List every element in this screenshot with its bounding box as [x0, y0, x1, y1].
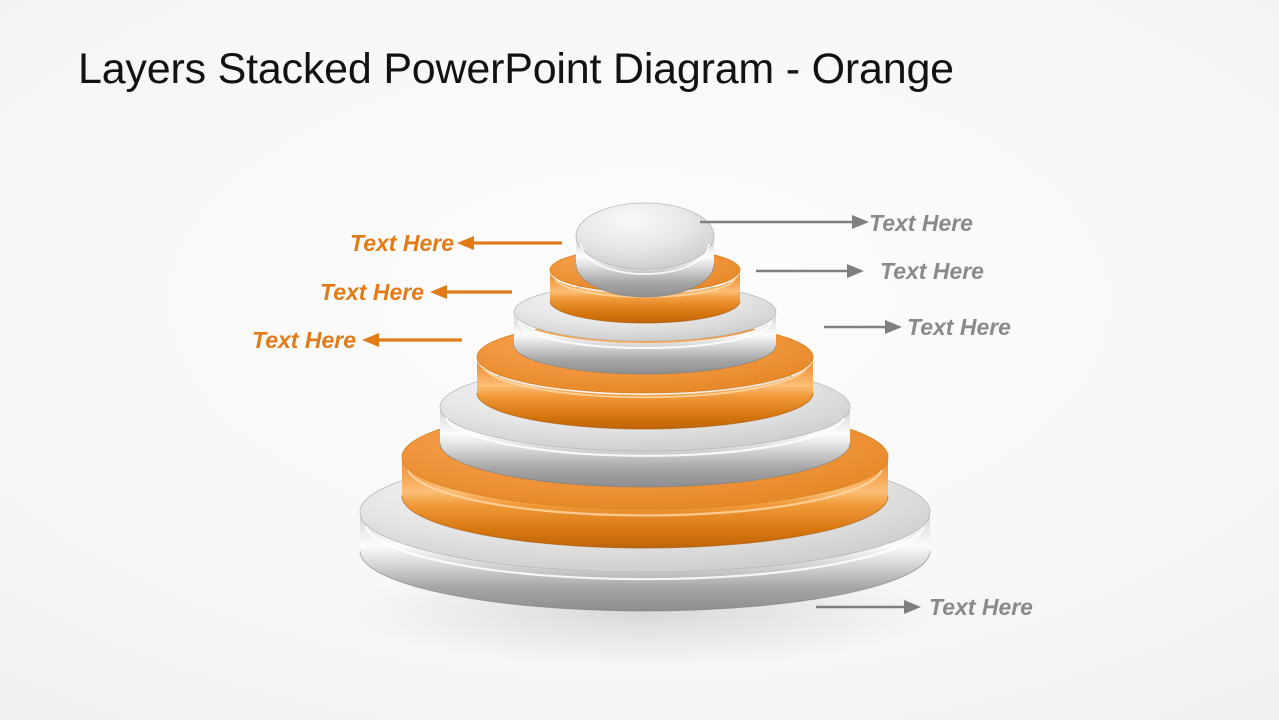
arrow-right-icon-2[interactable] — [756, 264, 864, 278]
arrow-left-icon-1[interactable] — [457, 236, 562, 250]
layer-3-silver[interactable] — [513, 282, 777, 375]
page-title: Layers Stacked PowerPoint Diagram - Oran… — [78, 45, 954, 93]
arrow-right-icon-4[interactable] — [816, 600, 921, 614]
layer-6-orange[interactable] — [401, 404, 889, 549]
callout-right-4-label[interactable]: Text Here — [929, 594, 1033, 620]
callout-left-1-label[interactable]: Text Here — [350, 230, 454, 256]
arrow-left-icon-2[interactable] — [430, 285, 512, 299]
callout-right-1-label[interactable]: Text Here — [869, 210, 973, 236]
layer-4-orange[interactable] — [476, 320, 814, 430]
layer-1-top-silver[interactable] — [575, 202, 715, 298]
arrow-right-icon-1[interactable] — [700, 215, 869, 229]
callout-right-3-label[interactable]: Text Here — [907, 314, 1011, 340]
ground-shadow — [345, 557, 945, 667]
layer-5-silver[interactable] — [439, 362, 851, 488]
callout-right-2-label[interactable]: Text Here — [880, 258, 984, 284]
arrow-right-icon-3[interactable] — [824, 320, 902, 334]
layer-7-bottom-silver[interactable] — [359, 451, 931, 612]
callout-left-2-label[interactable]: Text Here — [320, 279, 424, 305]
callout-left-3-label[interactable]: Text Here — [252, 327, 356, 353]
layer-2-orange[interactable] — [549, 247, 741, 324]
arrow-left-icon-3[interactable] — [362, 333, 462, 347]
